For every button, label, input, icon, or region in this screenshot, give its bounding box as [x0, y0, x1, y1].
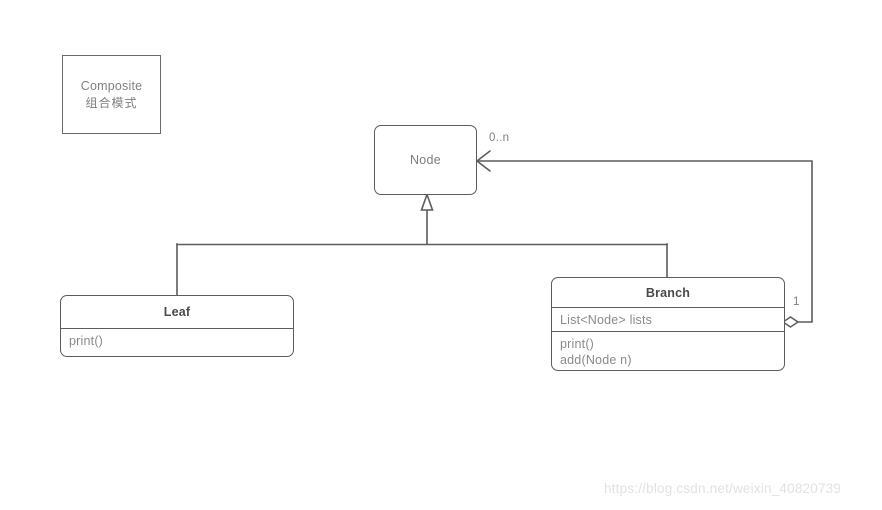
class-box-leaf[interactable]: Leaf print() [60, 295, 294, 357]
pattern-note-title: Composite [80, 78, 143, 93]
class-name-leaf: Leaf [163, 305, 191, 319]
pattern-note-box: Composite 组合模式 [62, 55, 161, 134]
watermark-text: https://blog.csdn.net/weixin_40820739 [604, 481, 842, 496]
class-attributes-branch: List<Node> lists [552, 308, 784, 332]
class-name-node: Node [409, 153, 442, 167]
generalization-arrowhead [420, 192, 434, 211]
class-name-branch: Branch [645, 285, 691, 300]
class-methods-leaf: print() [61, 329, 293, 352]
pattern-note-subtitle: 组合模式 [85, 95, 138, 110]
aggregation-diamond [781, 316, 800, 328]
method-row: print() [69, 334, 104, 348]
class-header-branch: Branch [552, 278, 784, 308]
multiplicity-label-many: 0..n [489, 132, 510, 144]
method-row: print() [560, 337, 595, 351]
class-methods-branch: print() add(Node n) [552, 332, 784, 371]
attribute-row: List<Node> lists [560, 313, 653, 327]
class-box-branch[interactable]: Branch List<Node> lists print() add(Node… [551, 277, 785, 371]
multiplicity-label-one: 1 [793, 296, 800, 308]
association-arrowhead [476, 150, 491, 172]
method-row: add(Node n) [560, 353, 632, 367]
class-box-node[interactable]: Node [374, 125, 477, 195]
class-header-leaf: Leaf [61, 296, 293, 329]
